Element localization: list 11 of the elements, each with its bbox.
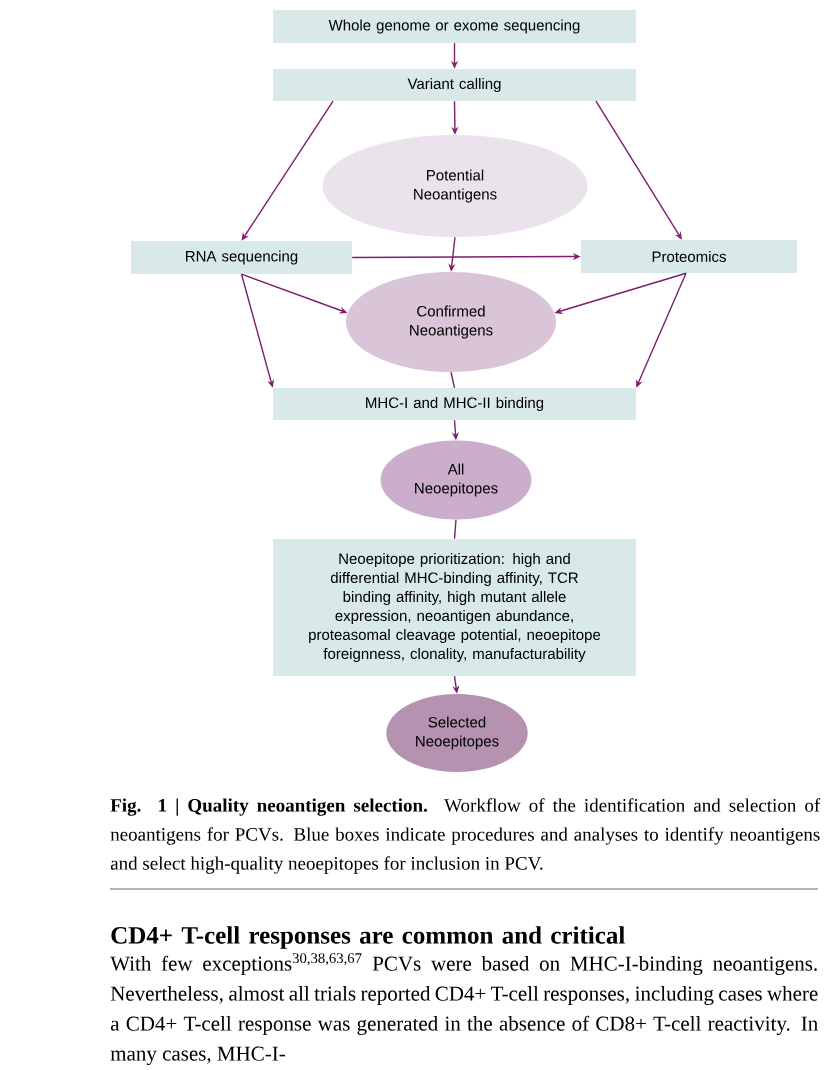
process-box: MHC-I and MHC-II binding: [273, 388, 636, 420]
process-box: Variant calling: [273, 69, 636, 101]
arrow: [595, 100, 682, 240]
figure-caption: Fig. 1 | Quality neoantigen selection. Workflow of the identification and selection of neoantigens for PCVs. Blue boxes indicate procedures and analyses to identify neoantigens and select high-quality neoepitopes for inclusion in PCV.: [110, 798, 821, 874]
arrow: [241, 100, 334, 241]
body-paragraph: With few exceptions$^{30,38,63,67}$ PCVs were based on MHC-I-binding neoantigens. Nevertheless, almost all trials reported CD4+ T-cell responses, including cases where a CD4+ T-cell response was generated in the absence of CD8+ T-cell reactivity. In many cases, MHC-I-: [110, 953, 818, 1066]
section-heading: CD4+ T-cell responses are common and critical: [111, 926, 625, 949]
process-box: Whole genome or exome sequencing: [273, 10, 636, 43]
process-box: RNA sequencing: [131, 241, 352, 274]
process-box: Neoepitope prioritization: high and differential MHC-binding affinity, TCR binding affinity, high mutant allele expression, neoantigen abundance, proteasomal cleavage potential, neoepitope foreignness, clonality, manufacturability: [273, 539, 636, 676]
process-box: Proteomics: [581, 240, 797, 273]
